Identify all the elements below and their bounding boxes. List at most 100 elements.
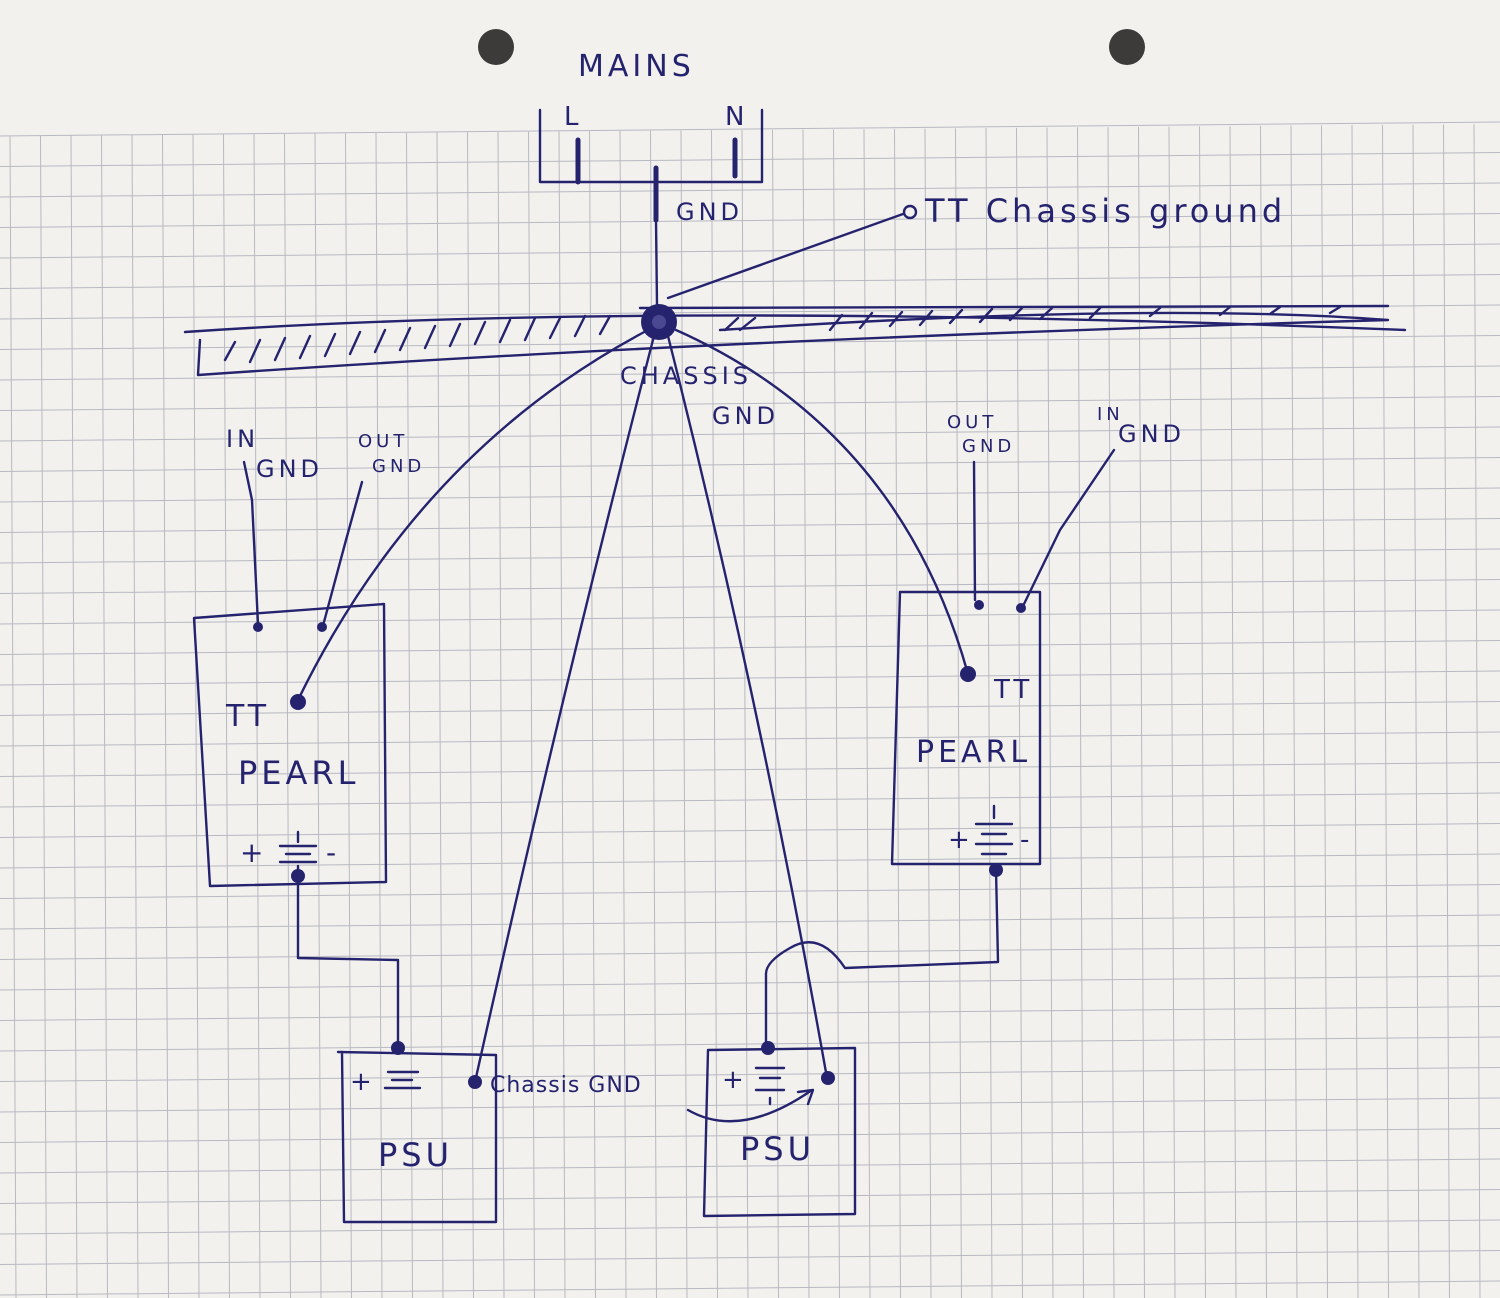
grid-line-vertical — [1412, 124, 1420, 1298]
wire-star-to-right-psu-chassis — [666, 334, 829, 1080]
grid-line-vertical — [772, 129, 779, 1298]
grid-line-horizontal — [0, 792, 1500, 808]
grid-line-vertical — [101, 135, 108, 1298]
grid-line-horizontal — [0, 518, 1500, 533]
grid-line-vertical — [1473, 124, 1481, 1298]
grid-line-horizontal — [0, 701, 1500, 716]
grid-line-horizontal — [0, 182, 1500, 198]
chassis-hatching — [223, 305, 1342, 364]
grid-line-horizontal — [0, 1280, 1500, 1296]
right-psu-plus: + — [722, 1065, 748, 1095]
left-pearl-tt-label: TT — [225, 699, 270, 734]
grid-line-vertical — [131, 134, 139, 1298]
left-psu-name: PSU — [378, 1136, 453, 1174]
right-pearl-in-gnd-wire — [1022, 448, 1116, 606]
left-pearl-in-gnd-terminal — [253, 622, 263, 632]
left-pearl-out-gnd-line2: GND — [372, 456, 425, 477]
grid-line-vertical — [1046, 127, 1054, 1298]
grid-line-horizontal — [0, 1036, 1500, 1052]
right-pearl-plus: + — [948, 825, 974, 855]
grid-line-vertical — [985, 128, 993, 1298]
grid-line-horizontal — [0, 1097, 1500, 1113]
grid-line-vertical — [1290, 125, 1298, 1298]
right-pearl-out-gnd-line2: GND — [962, 436, 1015, 457]
mains-live-label: L — [564, 102, 583, 132]
grid-line-vertical — [833, 129, 840, 1298]
grid-line-vertical — [1321, 125, 1328, 1298]
grid-line-horizontal — [0, 457, 1500, 472]
grid-line-vertical — [192, 134, 200, 1298]
wire-star-to-right-pearl-tt — [674, 328, 970, 676]
grid-line-vertical — [467, 132, 474, 1298]
grid-line-vertical — [284, 133, 291, 1298]
right-psu-name: PSU — [740, 1130, 815, 1168]
left-psu-plus: + — [350, 1067, 376, 1097]
mains-gnd-wire — [654, 218, 659, 307]
wire-right-pearl-to-right-psu — [764, 868, 1000, 1050]
grid-line-vertical — [436, 132, 444, 1298]
grid-line-vertical — [1443, 124, 1450, 1298]
grid-line-vertical — [711, 130, 718, 1298]
grid-line-horizontal — [0, 823, 1500, 838]
grid-line-horizontal — [0, 1006, 1500, 1021]
grid-line-vertical — [406, 132, 413, 1298]
right-psu-plus-terminal — [761, 1041, 775, 1055]
grid-line-horizontal — [0, 640, 1500, 655]
grid-line-horizontal — [0, 396, 1500, 411]
right-pearl-in-gnd-line2: GND — [1118, 420, 1185, 448]
mains-title: MAINS — [578, 49, 695, 84]
grid-line-horizontal — [0, 609, 1500, 625]
mains-connector-body — [538, 108, 764, 184]
grid-line-vertical — [1077, 127, 1084, 1298]
grid-line-vertical — [1107, 127, 1115, 1298]
left-pearl-out-gnd-terminal — [317, 622, 327, 632]
punch-hole-right — [1109, 29, 1145, 65]
left-pearl-plus: + — [240, 836, 267, 869]
right-psu-battery-symbol-icon — [754, 1066, 786, 1106]
left-psu-chassis-terminal — [468, 1075, 482, 1089]
grid-line-horizontal — [0, 1250, 1500, 1265]
left-pearl-module: IN GND OUT GND TT PEARL + - — [192, 425, 425, 888]
left-psu-battery-symbol-icon — [383, 1070, 422, 1090]
grid-line-vertical — [9, 135, 17, 1298]
right-pearl-module: OUT GND IN GND TT PEARL + - — [890, 404, 1185, 877]
grid-line-vertical — [589, 131, 596, 1298]
chassis-gnd-label-line2: GND — [712, 402, 779, 430]
mains-connector: MAINS L N GND — [538, 49, 764, 307]
grid-line-horizontal — [0, 121, 1500, 137]
grid-line-horizontal — [0, 945, 1500, 960]
grid-line-horizontal — [0, 243, 1500, 259]
grid-line-vertical — [1260, 125, 1267, 1298]
tt-chassis-ground-wire — [666, 212, 905, 300]
grid-line-vertical — [1229, 126, 1237, 1298]
grid-line-horizontal — [0, 487, 1500, 503]
tt-chassis-ground-label: TT Chassis ground — [924, 192, 1286, 230]
grid-line-horizontal — [0, 579, 1500, 594]
left-pearl-tt-terminal — [290, 694, 306, 710]
grid-line-vertical — [70, 135, 78, 1298]
left-pearl-out-gnd-wire — [322, 480, 364, 624]
grid-line-vertical — [345, 133, 352, 1298]
grid-line-horizontal — [0, 548, 1500, 564]
grid-line-vertical — [1016, 127, 1023, 1298]
grid-line-vertical — [741, 130, 749, 1298]
grid-line-horizontal — [0, 274, 1500, 289]
grid-line-vertical — [223, 134, 230, 1298]
chassis-gnd-label-line1: CHASSIS — [620, 362, 752, 390]
right-pearl-in-gnd-terminal — [1016, 603, 1026, 613]
grid-line-horizontal — [0, 1128, 1500, 1143]
left-pearl-in-gnd-line1: IN — [226, 425, 259, 453]
left-pearl-out-gnd-line1: OUT — [358, 431, 408, 452]
grid-line-vertical — [924, 128, 932, 1298]
grid-line-horizontal — [0, 1219, 1500, 1235]
left-pearl-battery-symbol-icon — [278, 830, 318, 878]
grid-line-vertical — [1382, 124, 1389, 1298]
left-pearl-name: PEARL — [238, 754, 359, 792]
right-pearl-name: PEARL — [916, 735, 1031, 770]
left-psu-chassis-gnd-label: Chassis GND — [490, 1073, 642, 1098]
grid-line-vertical — [1138, 126, 1145, 1298]
left-pearl-minus: - — [326, 836, 340, 869]
right-psu-chassis-terminal — [821, 1071, 835, 1085]
tt-chassis-ground-terminal — [902, 204, 918, 220]
right-psu: + PSU — [686, 1041, 857, 1218]
